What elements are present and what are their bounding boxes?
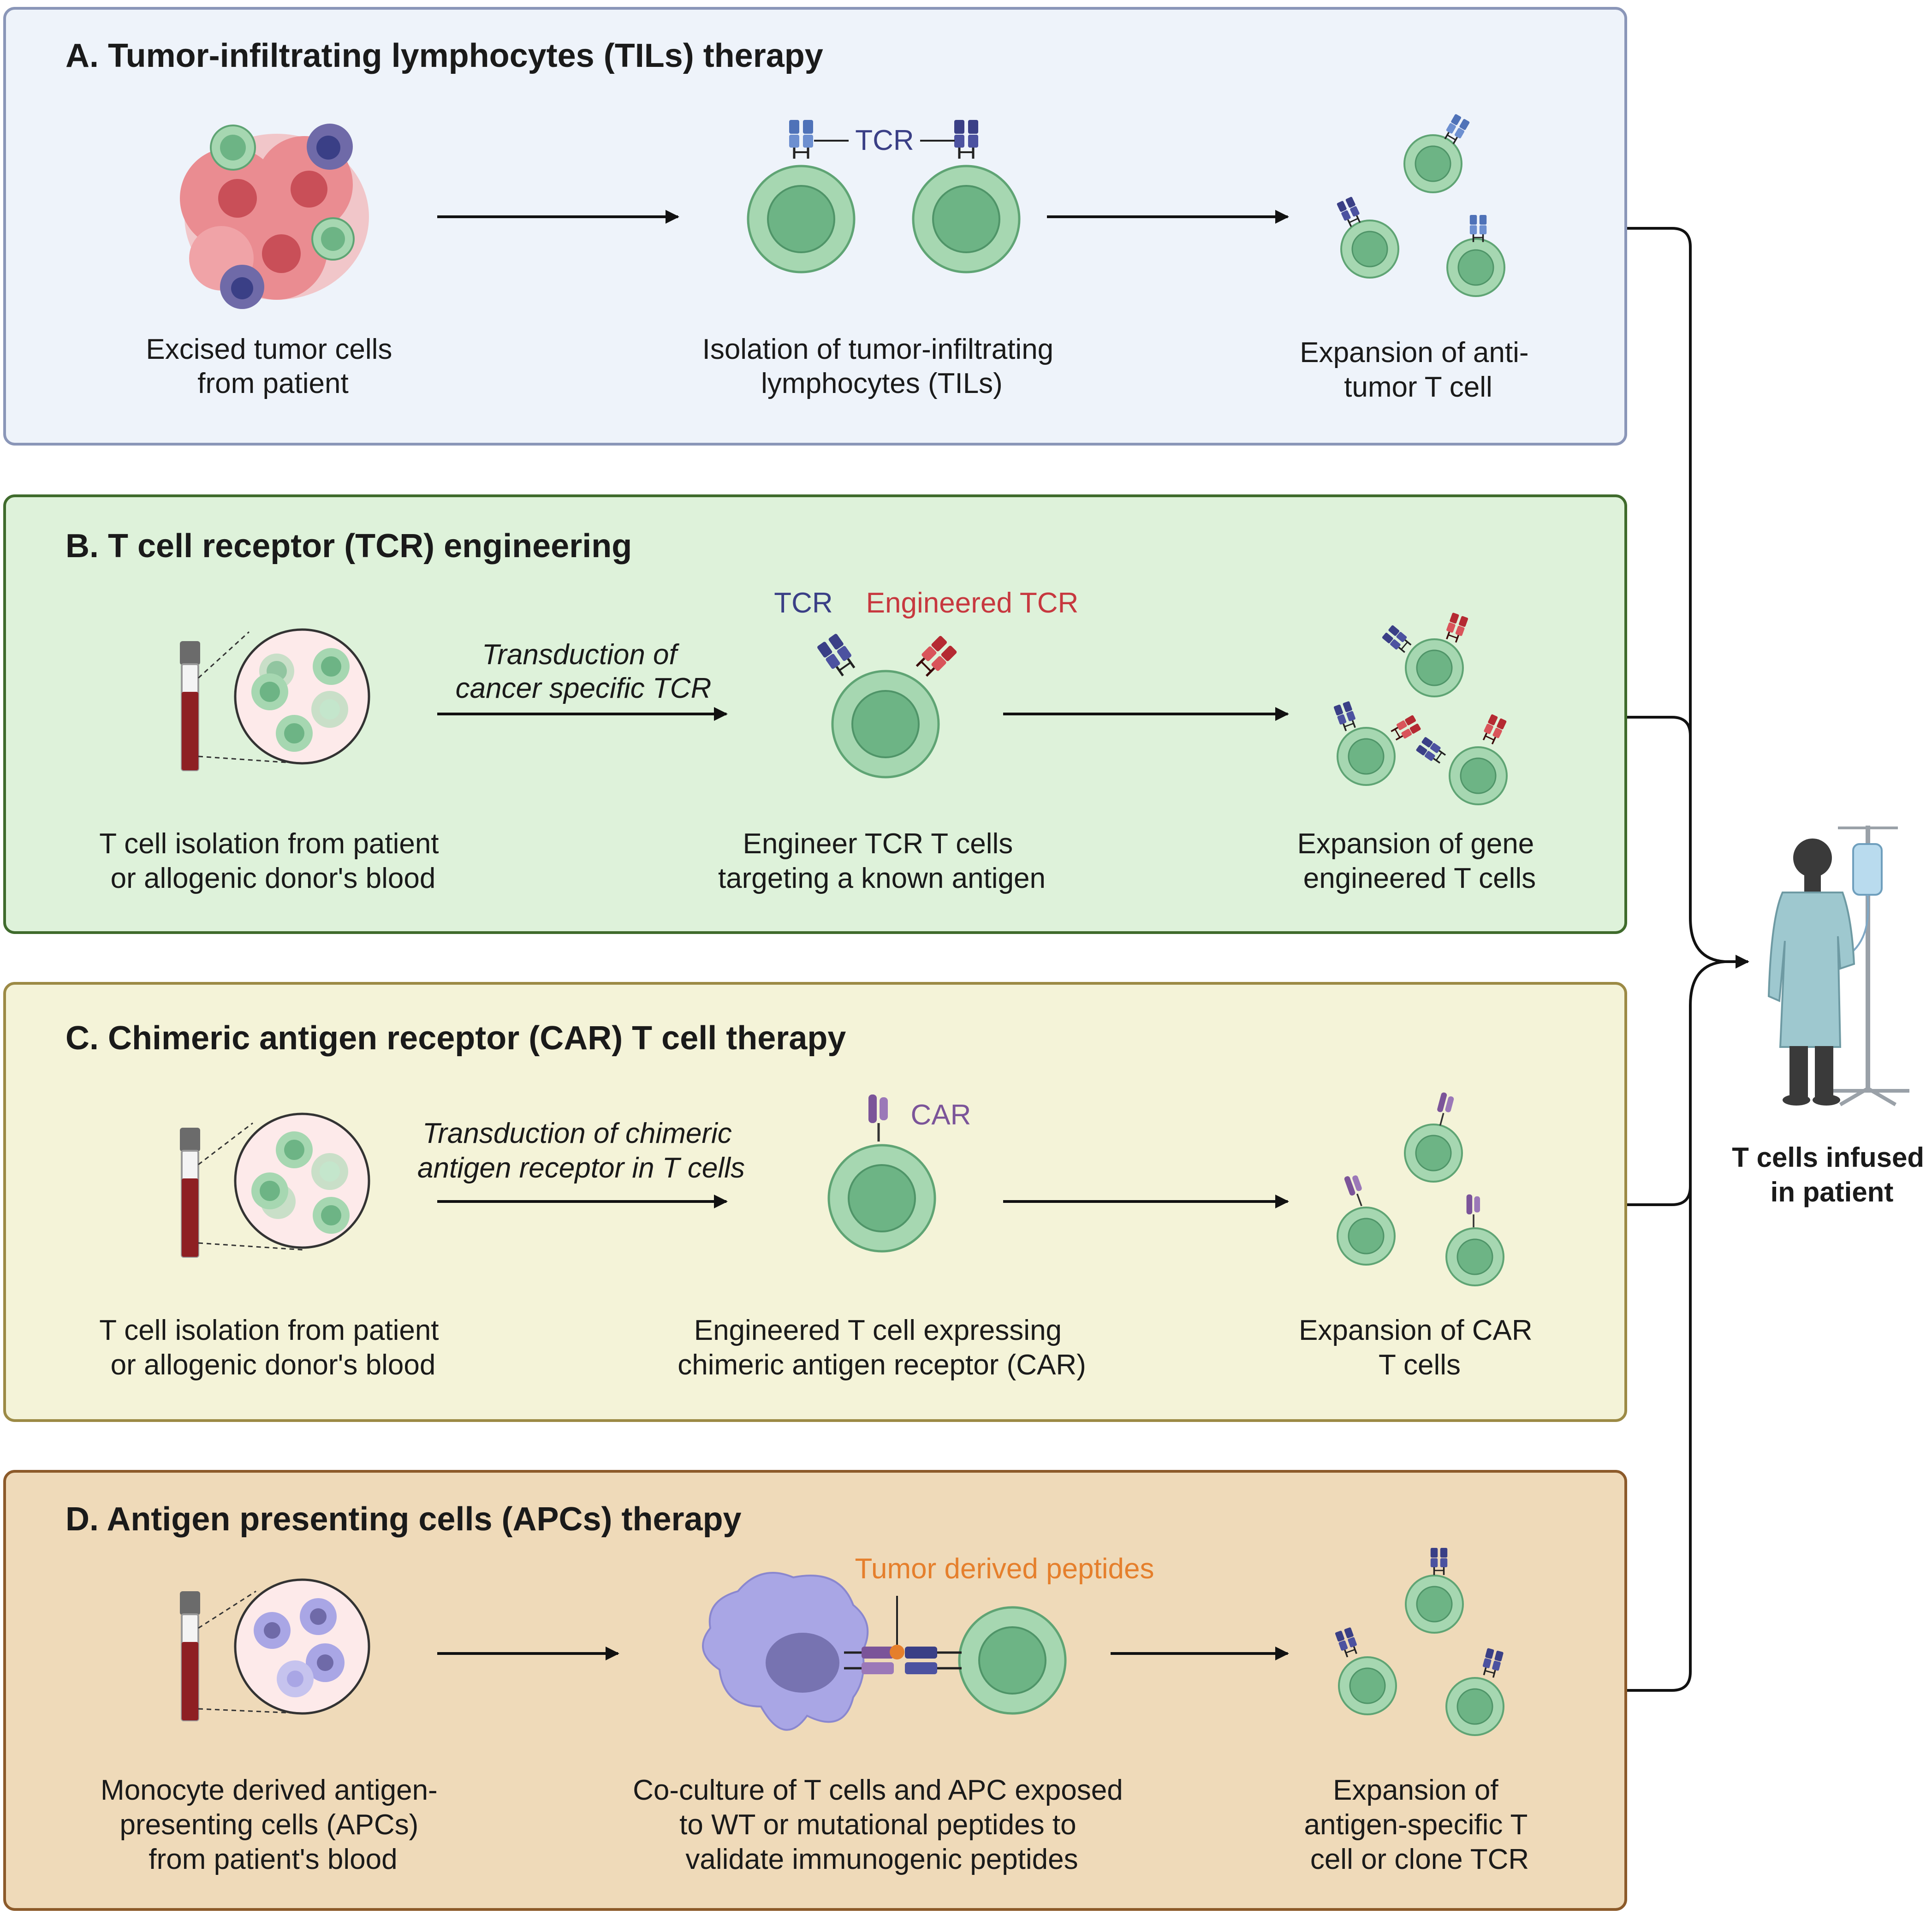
- til-cell-1: [748, 166, 854, 272]
- panel-c: C. Chimeric antigen receptor (CAR) T cel…: [3, 982, 1627, 1422]
- panel-c-frame: [3, 982, 1627, 1422]
- blood-tube-icon: [179, 1127, 201, 1258]
- c-transduction-text: Transduction of chimeric antigen recepto…: [417, 1118, 745, 1184]
- b-step3-caption: Expansion of gene engineered T cells: [1297, 828, 1542, 894]
- patient-iv-icon: [1767, 826, 1909, 1106]
- c-expanded-cell-1: [1404, 1124, 1463, 1183]
- c-step1-caption: T cell isolation from patient or allogen…: [99, 1314, 447, 1381]
- panel-b: B. T cell receptor (TCR) engineering T c…: [3, 494, 1627, 934]
- a-tcr-label: TCR: [855, 125, 914, 156]
- c-expanded-cell-2: [1337, 1207, 1396, 1266]
- d-expanded-cell-1: [1405, 1575, 1464, 1634]
- tumor-cells-icon: [180, 124, 369, 309]
- b-expanded-cell-3: [1449, 746, 1508, 805]
- panel-a: A. Tumor-infiltrating lymphocytes (TILs)…: [3, 7, 1627, 446]
- b-expanded-cell-2: [1337, 727, 1396, 786]
- d-step2-caption: Co-culture of T cells and APC exposed to…: [633, 1774, 1131, 1875]
- car-tcell: [829, 1145, 935, 1251]
- b-expanded-cell-1: [1405, 638, 1464, 697]
- a-step3-caption: Expansion of anti- tumor T cell: [1300, 337, 1537, 403]
- a-expanded-cell-3: [1446, 238, 1505, 297]
- d-expanded-cell-2: [1338, 1656, 1397, 1715]
- c-car-label: CAR: [911, 1099, 971, 1131]
- blood-tube-icon: [179, 1590, 201, 1721]
- d-tcell: [959, 1607, 1065, 1713]
- panel-c-title: C. Chimeric antigen receptor (CAR) T cel…: [65, 1020, 846, 1057]
- panel-d: D. Antigen presenting cells (APCs) thera…: [3, 1470, 1627, 1911]
- d-step3-caption: Expansion of antigen-specific T cell or …: [1304, 1774, 1535, 1875]
- b-tcr-label: TCR: [774, 587, 832, 619]
- apc-cell-icon: [702, 1572, 869, 1731]
- blood-tube-icon: [179, 640, 201, 771]
- outcome-caption: T cells infused in patient: [1732, 1142, 1932, 1207]
- c-expanded-cell-3: [1445, 1227, 1504, 1286]
- magnified-cells-icon: [197, 628, 370, 765]
- c-step3-caption: Expansion of CAR T cells: [1299, 1314, 1540, 1381]
- panel-connectors: [1627, 227, 1749, 1692]
- panel-b-title: B. T cell receptor (TCR) engineering: [65, 528, 632, 565]
- a-expanded-cell-2: [1340, 220, 1399, 279]
- panel-b-frame: [3, 494, 1627, 934]
- b-engineered-tcr-label: Engineered TCR: [866, 587, 1079, 619]
- d-expanded-cell-3: [1445, 1677, 1504, 1736]
- b-step1-caption: T cell isolation from patient or allogen…: [99, 828, 447, 894]
- magnified-cells-icon: [198, 1112, 370, 1251]
- magnified-apcs-icon: [198, 1578, 370, 1715]
- mhc-tcr-complex-icon: [844, 1596, 962, 1674]
- b-transduction-text: Transduction of cancer specific TCR: [456, 639, 712, 704]
- d-step1-caption: Monocyte derived antigen- presenting cel…: [101, 1774, 446, 1875]
- c-step2-caption: Engineered T cell expressing chimeric an…: [678, 1314, 1086, 1381]
- panel-d-title: D. Antigen presenting cells (APCs) thera…: [65, 1501, 742, 1538]
- d-peptides-label: Tumor derived peptides: [855, 1553, 1154, 1585]
- til-cell-2: [913, 166, 1019, 272]
- panel-a-title: A. Tumor-infiltrating lymphocytes (TILs)…: [65, 37, 823, 74]
- a-expanded-cell-1: [1403, 134, 1462, 193]
- a-step2-caption: Isolation of tumor-infiltrating lymphocy…: [702, 333, 1062, 399]
- engineered-tcell: [832, 671, 939, 777]
- b-step2-caption: Engineer TCR T cells targeting a known a…: [718, 828, 1046, 894]
- a-step1-caption: Excised tumor cells from patient: [146, 333, 400, 399]
